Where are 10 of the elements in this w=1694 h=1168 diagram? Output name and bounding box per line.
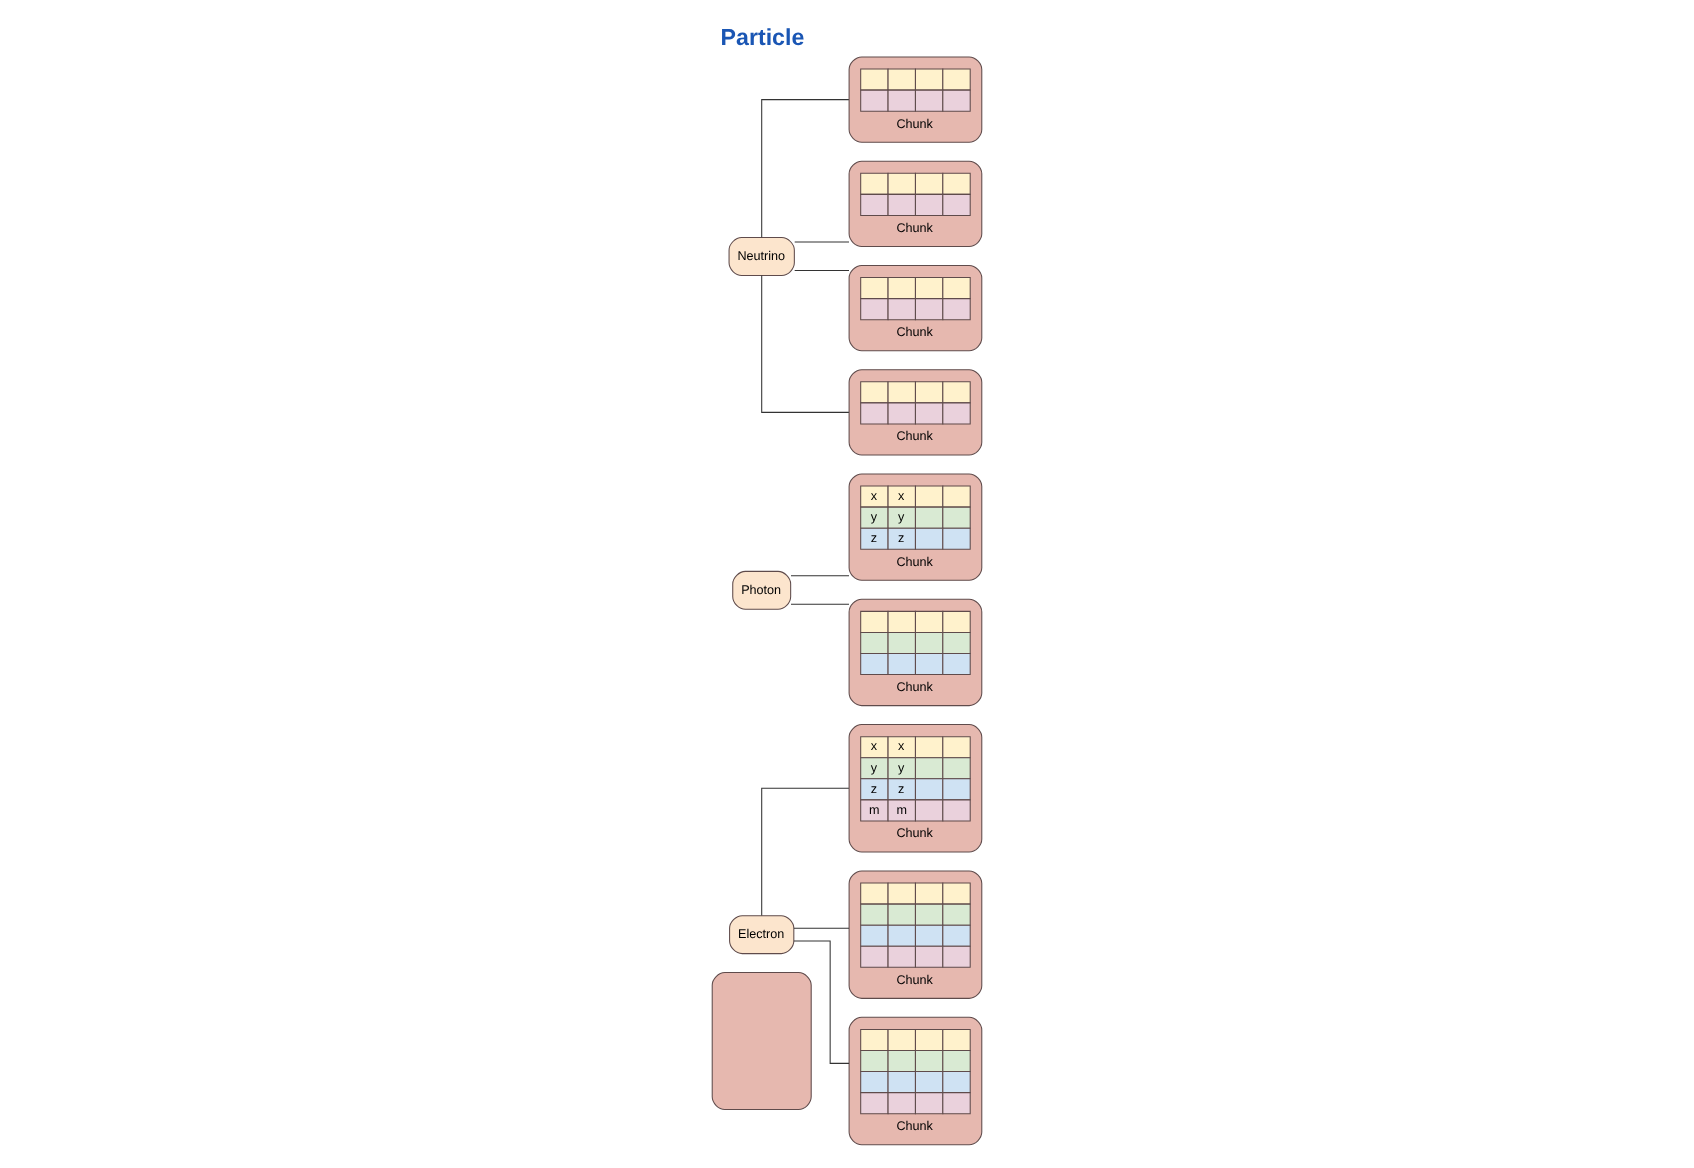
- diagram-title: Particle: [720, 26, 805, 51]
- connector: [761, 99, 850, 238]
- connector: [794, 241, 850, 243]
- connector: [794, 269, 850, 271]
- connector: [761, 787, 850, 917]
- connector: [790, 575, 850, 577]
- connector: [761, 275, 850, 413]
- connector: [790, 603, 850, 605]
- connector: [793, 927, 850, 929]
- node-box: [711, 972, 812, 1110]
